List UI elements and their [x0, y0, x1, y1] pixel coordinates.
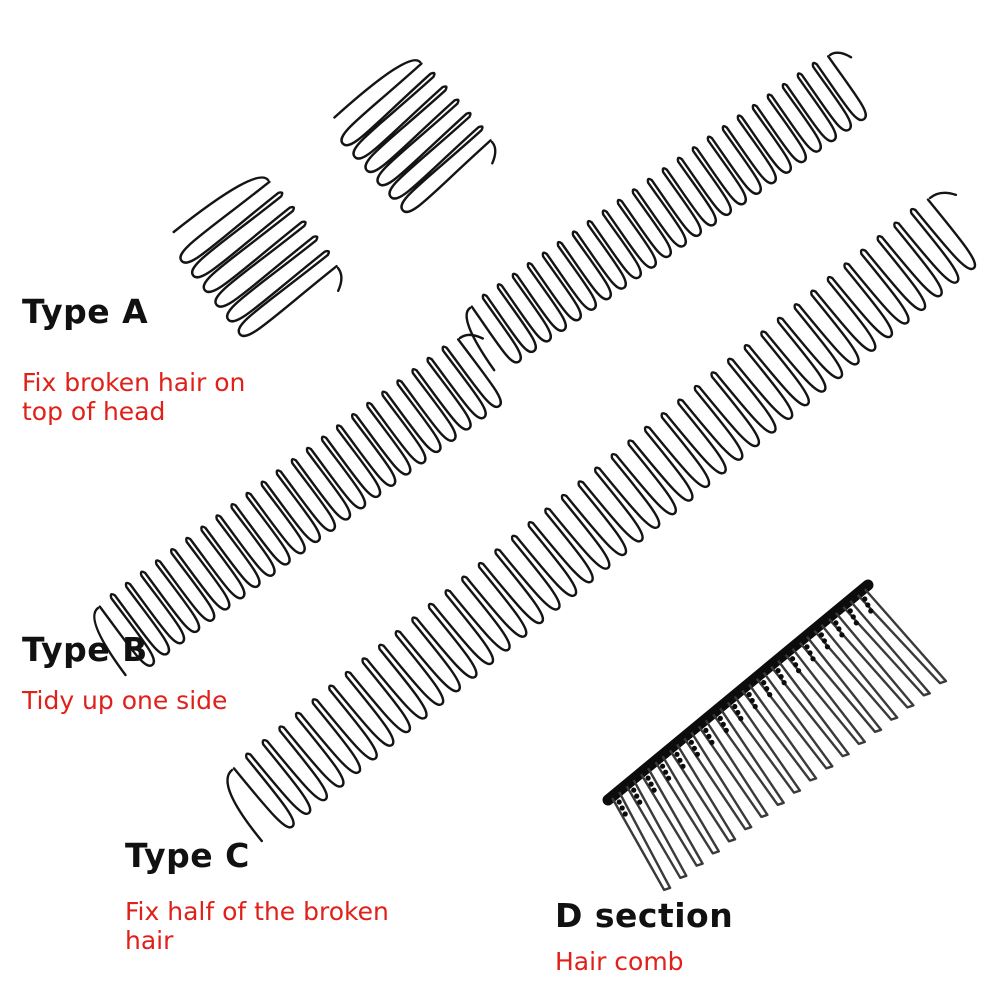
type-a-title: Type A	[22, 292, 149, 331]
type-a-description-line-2: top of head	[22, 397, 166, 426]
type-b-description-line-1: Tidy up one side	[22, 686, 228, 715]
type-d-description-line-1: Hair comb	[555, 947, 684, 976]
type-c-description-line-2: hair	[125, 926, 174, 955]
type-b-title: Type B	[22, 630, 148, 669]
type-a-description-line-1: Fix broken hair on	[22, 368, 246, 397]
type-b-wire-clip	[93, 333, 502, 677]
type-d-description: Hair comb	[555, 947, 684, 976]
type-b-description: Tidy up one side	[22, 686, 227, 715]
type-c-description-line-1: Fix half of the broken	[125, 897, 389, 926]
type-a-wire-clip-upper	[465, 51, 868, 372]
type-d-title: D section	[555, 896, 734, 935]
type-c-wire-clip	[226, 191, 977, 843]
type-c-title: Type C	[125, 836, 250, 875]
hair-comb	[602, 579, 948, 892]
type-a-description: Fix broken hair on top of head	[22, 368, 245, 426]
type-a-wire-clip-small-2	[333, 59, 497, 214]
type-c-description: Fix half of the broken hair	[125, 897, 389, 955]
type-a-wire-clip-small	[172, 176, 343, 338]
